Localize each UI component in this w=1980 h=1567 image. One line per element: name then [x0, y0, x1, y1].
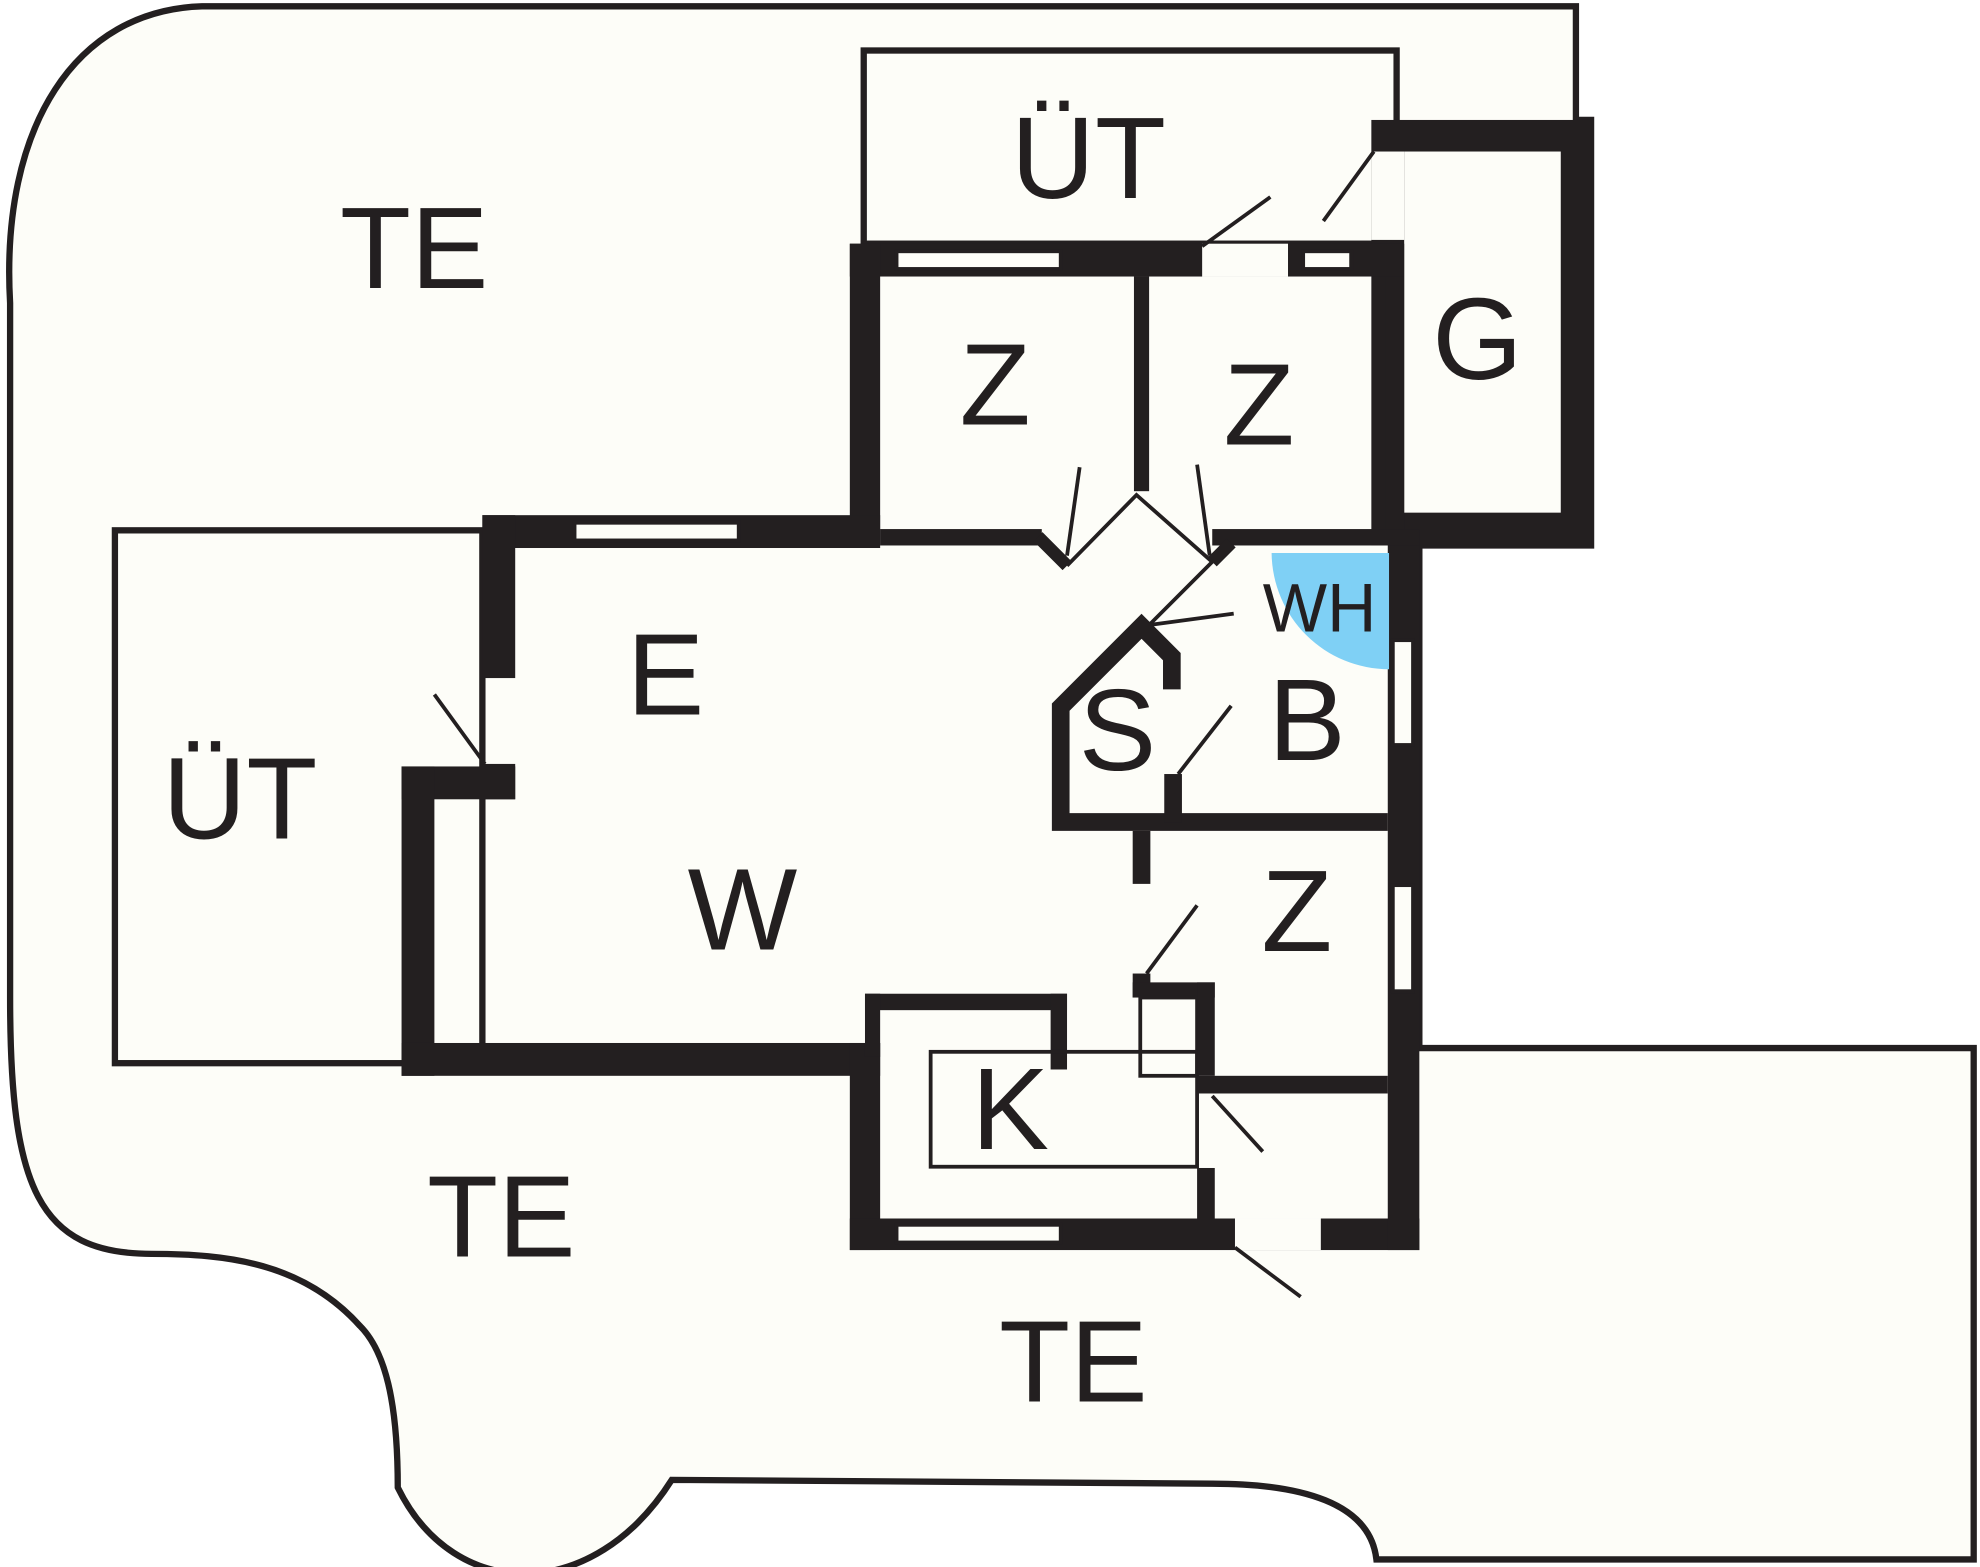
door-swing: [1201, 195, 1272, 248]
wall: [1164, 774, 1182, 823]
wall: [849, 243, 881, 546]
wall: [1212, 529, 1420, 546]
sauna-wall: [1051, 613, 1388, 831]
door-gap: [1202, 243, 1289, 277]
room-label-washer: WH: [1263, 570, 1377, 646]
wall: [864, 993, 881, 1057]
wall: [1197, 982, 1215, 1076]
room-label-terrace: TE: [427, 1151, 575, 1281]
room-label-living: W: [688, 845, 798, 975]
window: [894, 249, 1063, 271]
wall: [849, 1042, 881, 1251]
room-label-bedroom: Z: [1223, 339, 1294, 469]
door-swing: [1145, 904, 1199, 975]
door-swing: [1210, 1094, 1265, 1153]
garage-interior: [1404, 151, 1561, 513]
wall: [1197, 1167, 1215, 1219]
diagonal-wall: [1033, 532, 1236, 571]
wall: [401, 1042, 881, 1076]
door-swing: [432, 693, 487, 766]
room-label-bedroom: Z: [1261, 846, 1332, 976]
wall: [1050, 993, 1068, 1070]
room-label-covered: ÜT: [162, 733, 317, 863]
room-label-covered: ÜT: [1011, 93, 1166, 223]
wall: [482, 515, 516, 679]
wall: [1133, 276, 1150, 492]
window: [894, 1222, 1063, 1245]
room-label-bath: B: [1268, 655, 1345, 785]
wall: [864, 993, 1068, 1011]
diagonal-wall: [1065, 492, 1216, 633]
door-swing: [1176, 704, 1233, 776]
window: [1390, 638, 1415, 747]
door-swing: [1065, 466, 1082, 556]
garage-door-gap: [1371, 151, 1405, 240]
window: [1390, 883, 1415, 994]
door-gap: [1234, 1218, 1321, 1251]
closet: [1138, 995, 1199, 1078]
kitchen-counter: [928, 1049, 1199, 1169]
room-label-terrace: TE: [340, 183, 488, 313]
room-label-dining: E: [627, 610, 704, 740]
room-label-sauna: S: [1079, 665, 1156, 795]
door-swing: [1321, 150, 1376, 223]
window: [572, 520, 741, 543]
room-label-terrace: TE: [999, 1297, 1147, 1427]
washer-area: [1271, 553, 1390, 670]
wall: [1132, 830, 1151, 884]
wall: [1132, 982, 1215, 998]
room-label-kitchen: K: [971, 1044, 1048, 1174]
door-swing: [1195, 464, 1212, 556]
wall: [880, 529, 1042, 546]
wall: [1385, 276, 1405, 546]
room-label-bedroom: Z: [960, 319, 1031, 449]
wall: [401, 766, 435, 1076]
wall: [1197, 1075, 1388, 1094]
door-swing: [1233, 1246, 1302, 1299]
room-label-garage: G: [1432, 274, 1522, 404]
door-swing: [1148, 611, 1234, 627]
window: [1301, 249, 1354, 271]
